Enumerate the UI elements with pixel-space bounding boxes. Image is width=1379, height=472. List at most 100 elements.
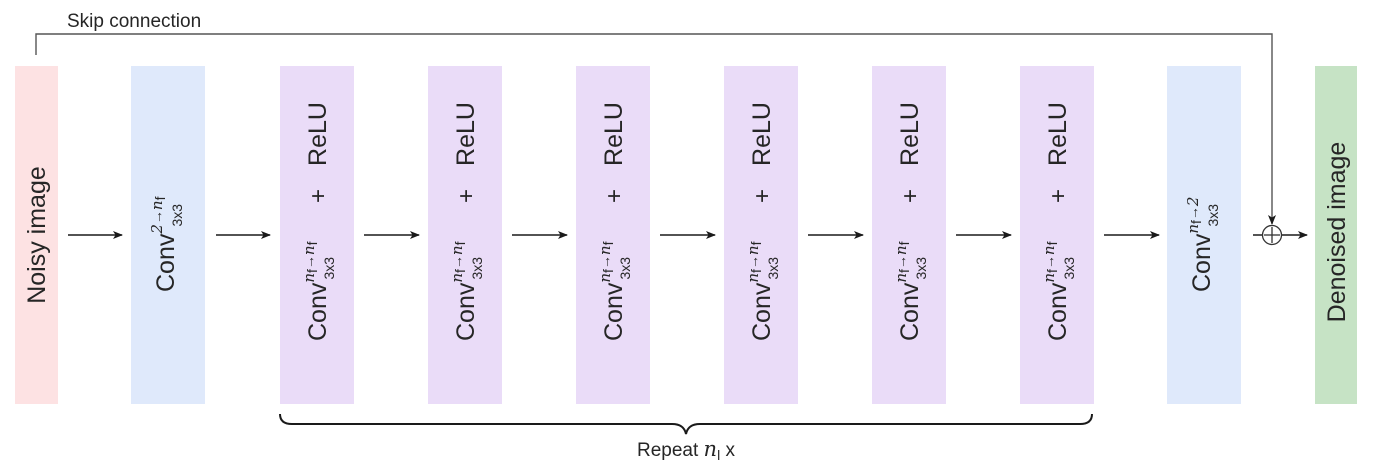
block-conv-kernel: 3x3 (765, 257, 781, 280)
conv-relu-block-box (724, 66, 798, 404)
last-conv-word: Conv (1188, 233, 1216, 292)
plus-label: + (1045, 189, 1072, 203)
denoised-image-box (1315, 66, 1357, 404)
block-conv-ch-out-sub: f (452, 241, 468, 245)
conv-relu-block-box (280, 66, 354, 404)
block-conv-ch-out: n (300, 245, 318, 255)
block-conv-ch-in-sub: f (304, 269, 320, 273)
repeat-label: Repeat nl x (637, 437, 735, 463)
last-conv-label: Convnf→23x3 (1184, 197, 1221, 292)
block-conv-ch-in: n (1040, 273, 1058, 283)
block-conv-kernel: 3x3 (469, 257, 485, 280)
conv-relu-block: Convnf→nf3x3+ReLU (428, 66, 502, 404)
block-conv-arrow: → (893, 255, 909, 269)
block-conv-word: Conv (600, 282, 628, 341)
block-conv-arrow: → (1041, 255, 1057, 269)
block-conv-word: Conv (452, 282, 480, 341)
last-conv-ch-in-sub: f (1188, 220, 1204, 224)
block-conv-ch-in: n (892, 273, 910, 283)
block-conv-ch-in-sub: f (748, 269, 764, 273)
block-conv-arrow: → (301, 255, 317, 269)
block-conv-label: Convnf→nf3x3 (1040, 241, 1077, 341)
last-conv-arrow: → (1185, 206, 1201, 220)
plus-label: + (749, 189, 776, 203)
block-conv-ch-in-sub: f (1044, 269, 1060, 273)
conv-relu-block: Convnf→nf3x3 + ReLU (1020, 66, 1094, 404)
block-conv-arrow: → (597, 255, 613, 269)
block-conv-ch-in: n (448, 273, 466, 283)
block-conv-ch-in: n (744, 273, 762, 283)
first-conv-word: Conv (152, 233, 180, 292)
repeat-var: n (704, 437, 718, 461)
conv-relu-blocks: Convnf→nf3x3+ReLUConvnf→nf3x3+ReLUConvnf… (280, 66, 1094, 404)
first-conv-arrow: → (149, 210, 165, 224)
conv-relu-block: Convnf→nf3x3+ReLU (576, 66, 650, 404)
block-conv-ch-out: n (892, 245, 910, 255)
relu-label: ReLU (600, 102, 628, 166)
skip-connection-label: Skip connection (67, 11, 201, 32)
block-conv-word: Conv (896, 282, 924, 341)
first-conv-label: Conv2→nf3x3 (148, 196, 185, 292)
block-conv-kernel: 3x3 (913, 257, 929, 280)
last-conv-ch-out: 2 (1184, 197, 1202, 208)
block-conv-ch-out-sub: f (304, 241, 320, 245)
plus-label: + (305, 189, 332, 203)
first-conv-ch-in: 2 (148, 224, 166, 235)
first-conv-box (131, 66, 205, 404)
plus-label: + (453, 189, 480, 203)
conv-relu-block-box (872, 66, 946, 404)
block-conv-label: Convnf→nf3x3 (300, 241, 337, 341)
plus-label: + (601, 189, 628, 203)
conv-relu-block: Convnf→nf3x3+ReLU (724, 66, 798, 404)
block-conv-word: Conv (748, 282, 776, 341)
repeat-var-sub: l (717, 447, 720, 463)
noisy-image-box (15, 66, 58, 404)
block-conv-ch-out: n (448, 245, 466, 255)
block-conv-label: Convnf→nf3x3 (596, 241, 633, 341)
block-conv-kernel: 3x3 (321, 257, 337, 280)
relu-label: ReLU (1044, 102, 1072, 166)
block-conv-ch-in: n (596, 273, 614, 283)
block-conv-label: Convnf→nf3x3 (892, 241, 929, 341)
block-conv-ch-in-sub: f (452, 269, 468, 273)
block-conv-ch-out-sub: f (748, 241, 764, 245)
conv-relu-block-box (1020, 66, 1094, 404)
block-conv-arrow: → (745, 255, 761, 269)
relu-label: ReLU (304, 102, 332, 166)
block-conv-ch-out: n (1040, 245, 1058, 255)
relu-label: ReLU (748, 102, 776, 166)
first-conv-ch-out: n (148, 200, 166, 210)
relu-label: ReLU (896, 102, 924, 166)
first-conv-kernel: 3x3 (169, 204, 185, 227)
conv-relu-block: Convnf→nf3x3 + ReLU (280, 66, 354, 404)
skip-connection-line (35, 33, 1276, 225)
plus-label: + (897, 189, 924, 203)
last-conv-kernel: 3x3 (1205, 204, 1221, 227)
conv-relu-block: Convnf→nf3x3+ReLU (872, 66, 946, 404)
conv-relu-block-box (428, 66, 502, 404)
noisy-image-label: Noisy image (23, 166, 51, 304)
block-conv-ch-in: n (300, 273, 318, 283)
block-conv-ch-in-sub: f (896, 269, 912, 273)
repeat-prefix: Repeat (637, 440, 704, 461)
relu-label: ReLU (452, 102, 480, 166)
first-conv-ch-out-sub: f (152, 196, 168, 200)
denoised-image-label: Denoised image (1323, 142, 1351, 323)
block-conv-ch-out-sub: f (896, 241, 912, 245)
last-conv-box (1167, 66, 1241, 404)
block-conv-ch-out-sub: f (1044, 241, 1060, 245)
block-conv-label: Convnf→nf3x3 (744, 241, 781, 341)
repeat-brace (279, 413, 1093, 435)
last-conv-ch-in: n (1184, 224, 1202, 234)
block-conv-label: Convnf→nf3x3 (448, 241, 485, 341)
block-conv-kernel: 3x3 (617, 257, 633, 280)
block-conv-ch-out: n (596, 245, 614, 255)
block-conv-word: Conv (1044, 282, 1072, 341)
repeat-suffix: x (720, 440, 735, 461)
block-conv-ch-out-sub: f (600, 241, 616, 245)
block-conv-arrow: → (449, 255, 465, 269)
block-conv-ch-in-sub: f (600, 269, 616, 273)
conv-relu-block-box (576, 66, 650, 404)
block-conv-ch-out: n (744, 245, 762, 255)
